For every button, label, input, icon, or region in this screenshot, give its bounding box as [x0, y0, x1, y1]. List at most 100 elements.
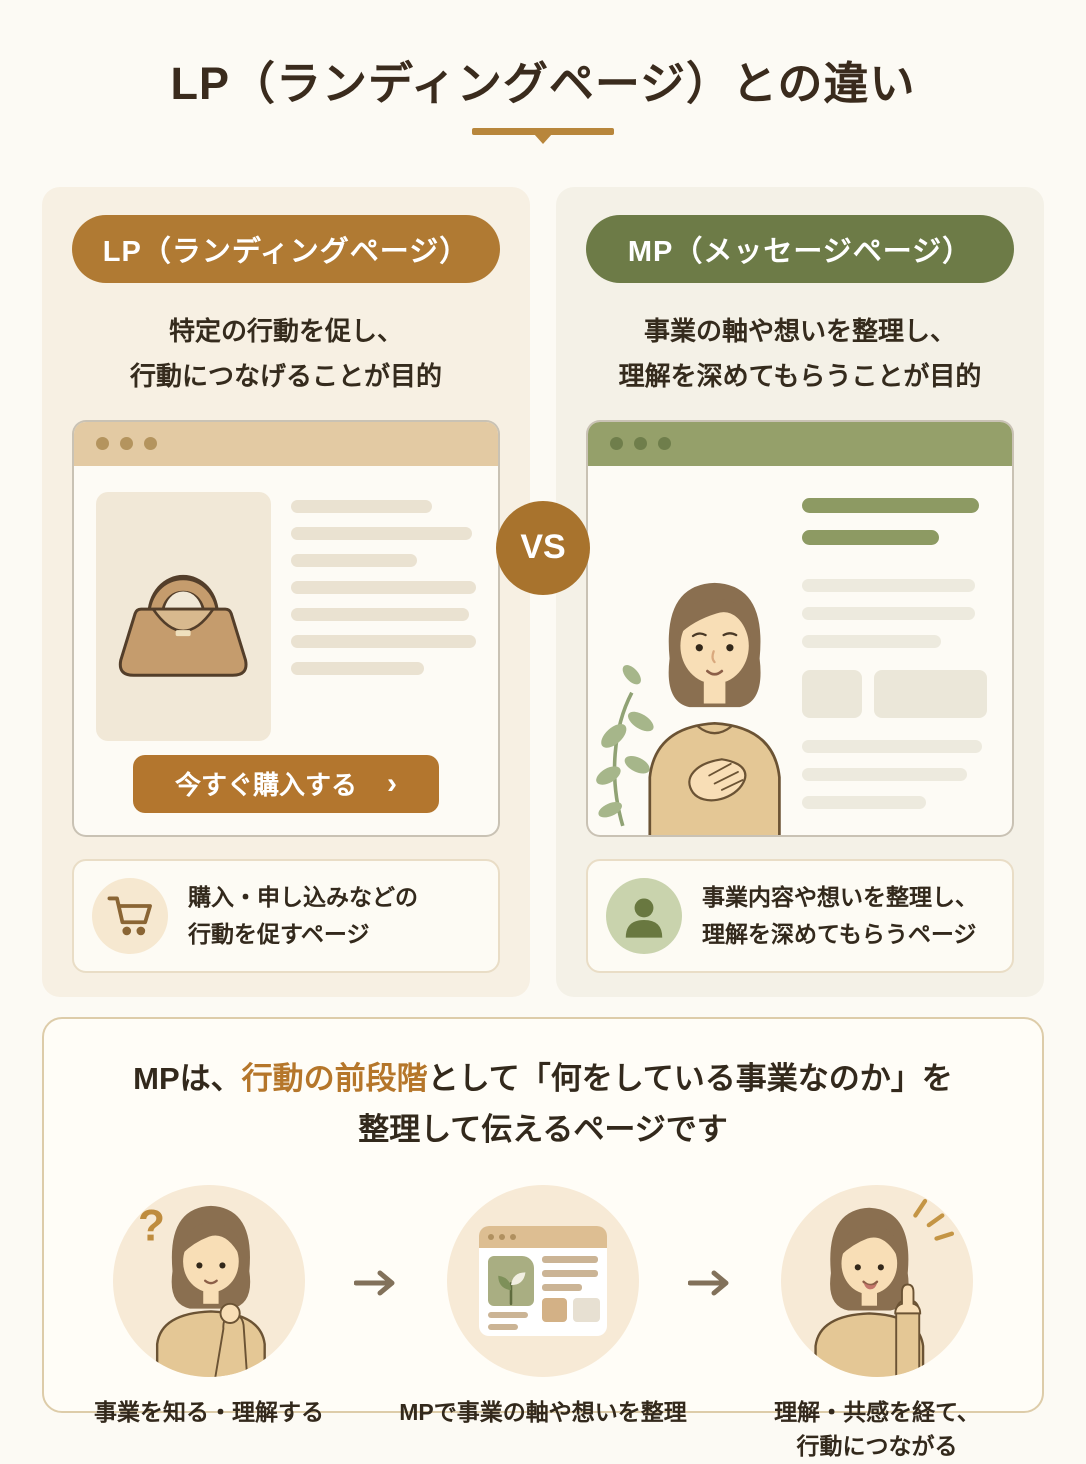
- plant-branch: [596, 665, 654, 827]
- placeholder-block: [802, 669, 863, 718]
- pointing-woman-illustration: [781, 1184, 973, 1377]
- placeholder-line: [290, 661, 425, 675]
- question-mark-glyph: ?: [138, 1201, 165, 1250]
- placeholder-line: [542, 1269, 598, 1277]
- woman-illustration-area: [594, 484, 792, 835]
- heading-prefix: MPは、: [133, 1060, 242, 1096]
- placeholder-line: [542, 1283, 582, 1291]
- step-organize-with-mp: MPで事業の軸や想いを整理: [399, 1184, 687, 1430]
- mp-purpose-line1: 事業の軸や想いを整理し、: [643, 315, 956, 346]
- mp-badge: MP（メッセージページ）: [586, 214, 1014, 283]
- handbag-icon: [119, 575, 248, 678]
- window-dot-icon: [499, 1233, 505, 1240]
- placeholder-line: [290, 607, 469, 621]
- text-placeholder-lines: [802, 484, 990, 835]
- person-icon-circle: [606, 877, 682, 954]
- lp-summary-box: 購入・申し込みなどの 行動を促すページ: [72, 858, 500, 973]
- product-image-panel: [96, 491, 271, 741]
- lp-purpose-text: 特定の行動を促し、 行動につなげることが目的: [72, 309, 500, 400]
- placeholder-block: [573, 1297, 600, 1322]
- window-dot-icon: [144, 437, 157, 450]
- window-dot-icon: [510, 1233, 516, 1240]
- mp-explanation-card: MPは、行動の前段階として「何をしている事業なのか」を 整理して伝えるページです…: [42, 1016, 1044, 1459]
- buy-now-label: 今すぐ購入する: [174, 770, 357, 800]
- mp-purpose-line2: 理解を深めてもらうことが目的: [618, 361, 982, 391]
- lp-card: LP（ランディングページ） 特定の行動を促し、 行動につなげることが目的: [42, 186, 530, 997]
- buy-now-button[interactable]: 今すぐ購入する ›: [133, 754, 439, 813]
- placeholder-line: [290, 499, 432, 513]
- placeholder-line: [802, 739, 983, 753]
- lp-summary-text: 購入・申し込みなどの 行動を促すページ: [188, 879, 418, 953]
- comparison-section: LP（ランディングページ） 特定の行動を促し、 行動につなげることが目的: [42, 186, 1044, 997]
- placeholder-line: [802, 767, 968, 781]
- chevron-right-icon: ›: [387, 766, 397, 800]
- placeholder-block: [874, 669, 987, 718]
- step-know-business: ? 事業を知る・理解する: [70, 1184, 348, 1430]
- lp-badge: LP（ランディングページ）: [72, 214, 500, 283]
- text-placeholder-lines: [290, 492, 476, 741]
- step-caption-line2: 行動につながる: [796, 1433, 958, 1460]
- window-dot-icon: [610, 437, 623, 450]
- lp-summary-line2: 行動を促すページ: [188, 920, 370, 947]
- person-icon: [625, 897, 663, 938]
- placeholder-line: [542, 1255, 598, 1263]
- lp-browser-titlebar: [74, 421, 498, 466]
- mp-card: MP（メッセージページ） 事業の軸や想いを整理し、 理解を深めてもらうことが目的: [556, 186, 1044, 997]
- heading-placeholder-line: [802, 529, 940, 545]
- step-caption-line1: 理解・共感を経て、: [774, 1398, 980, 1425]
- step-caption: 事業を知る・理解する: [94, 1398, 324, 1425]
- window-dot-icon: [488, 1233, 494, 1240]
- plant-sprout-image: [488, 1255, 534, 1306]
- mp-browser-mockup: [586, 419, 1014, 837]
- mp-mini-page-illustration: [447, 1184, 639, 1377]
- pointing-woman-icon: [814, 1198, 955, 1377]
- placeholder-blocks: [802, 669, 990, 718]
- plant-sprout-icon: [498, 1272, 526, 1306]
- placeholder-line: [488, 1323, 518, 1330]
- arrow-right-icon: [682, 1269, 738, 1297]
- window-dot-icon: [658, 437, 671, 450]
- step-caption: 理解・共感を経て、 行動につながる: [774, 1395, 980, 1464]
- placeholder-line: [290, 634, 476, 648]
- placeholder-line: [488, 1311, 528, 1318]
- mini-browser-titlebar: [479, 1225, 607, 1248]
- mp-browser-titlebar: [588, 421, 1012, 466]
- thinking-woman-icon: ?: [138, 1201, 266, 1377]
- step-caption: MPで事業の軸や想いを整理: [399, 1398, 687, 1425]
- mini-browser-mockup: [479, 1225, 607, 1336]
- lp-browser-mockup: 今すぐ購入する ›: [72, 419, 500, 837]
- placeholder-line: [290, 580, 476, 594]
- lp-purpose-line1: 特定の行動を促し、: [168, 315, 403, 346]
- mp-summary-text: 事業内容や想いを整理し、 理解を深めてもらうページ: [702, 879, 978, 953]
- process-steps: ? 事業を知る・理解する: [70, 1184, 1016, 1464]
- mp-summary-box: 事業内容や想いを整理し、 理解を深めてもらうページ: [586, 858, 1014, 973]
- step-take-action: 理解・共感を経て、 行動につながる: [738, 1184, 1016, 1464]
- placeholder-line: [802, 606, 975, 620]
- mini-text-column: [542, 1255, 600, 1330]
- shopping-cart-icon: [107, 896, 152, 935]
- mp-purpose-text: 事業の軸や想いを整理し、 理解を深めてもらうことが目的: [586, 309, 1014, 400]
- arrow-right-icon: [348, 1269, 404, 1297]
- lp-browser-content: [74, 466, 498, 745]
- thinking-woman-illustration: ?: [113, 1184, 305, 1377]
- mp-summary-line1: 事業内容や想いを整理し、: [702, 883, 978, 910]
- title-underline-decoration: [472, 127, 614, 135]
- placeholder-line: [802, 795, 927, 809]
- placeholder-line: [802, 634, 942, 648]
- heading-placeholder-line: [802, 497, 979, 513]
- window-dot-icon: [120, 437, 133, 450]
- placeholder-blocks: [542, 1297, 600, 1322]
- woman-hand-on-chest-icon: [596, 582, 781, 835]
- page-title: LP（ランディングページ）との違い: [170, 58, 916, 109]
- cart-icon-circle: [92, 877, 168, 954]
- heading-highlight: 行動の前段階: [241, 1060, 428, 1096]
- mini-image-column: [488, 1255, 534, 1330]
- placeholder-line: [290, 553, 417, 567]
- placeholder-block: [542, 1297, 567, 1322]
- placeholder-line: [290, 526, 473, 540]
- explanation-heading: MPは、行動の前段階として「何をしている事業なのか」を 整理して伝えるページです: [70, 1053, 1016, 1155]
- placeholder-line: [802, 578, 975, 592]
- window-dot-icon: [96, 437, 109, 450]
- mini-browser-content: [479, 1248, 607, 1336]
- heading-suffix: として「何をしている事業なのか」を: [427, 1060, 953, 1096]
